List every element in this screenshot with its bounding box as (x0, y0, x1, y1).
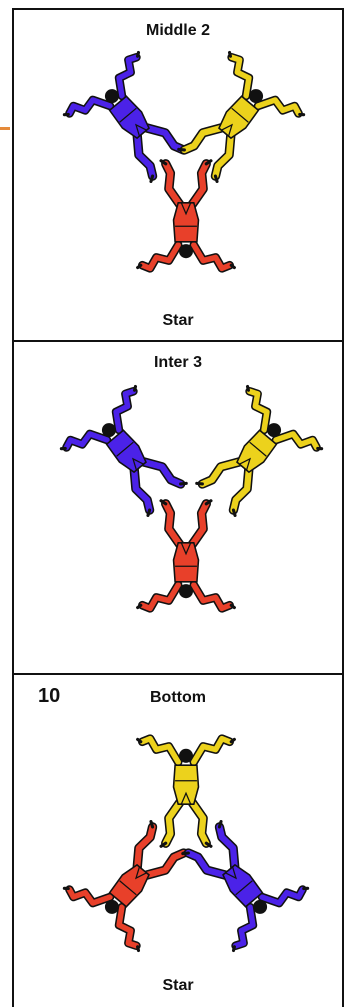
formation-label: Star (162, 312, 194, 329)
skydiver-blue-icon (62, 50, 191, 184)
panel-title: Middle 2 (145, 22, 210, 39)
skydiver-red-icon (136, 499, 236, 613)
skydiver-blue-icon (181, 819, 310, 953)
formation-panel-inter-3: Inter 3 (12, 340, 344, 675)
formation-diagram (59, 384, 324, 613)
panel-title: Bottom (150, 689, 206, 706)
skydiver-red-icon (136, 159, 236, 273)
skydiver-blue-icon (59, 384, 188, 518)
formation-panel-bottom: 10 Bottom (12, 673, 344, 1007)
formation-label: Star (162, 977, 194, 994)
orange-accent-tick (0, 127, 10, 130)
skydiver-yellow-icon (177, 50, 306, 184)
formation-diagram (62, 50, 306, 273)
panel-title: Inter 3 (153, 354, 202, 371)
skydiver-yellow-icon (136, 734, 236, 848)
skydiver-red-icon (62, 819, 191, 953)
formation-panel-middle-2: Middle 2 (12, 8, 344, 342)
formation-number: 10 (38, 685, 61, 707)
skydiver-yellow-icon (195, 384, 324, 518)
formation-diagram (62, 734, 310, 953)
